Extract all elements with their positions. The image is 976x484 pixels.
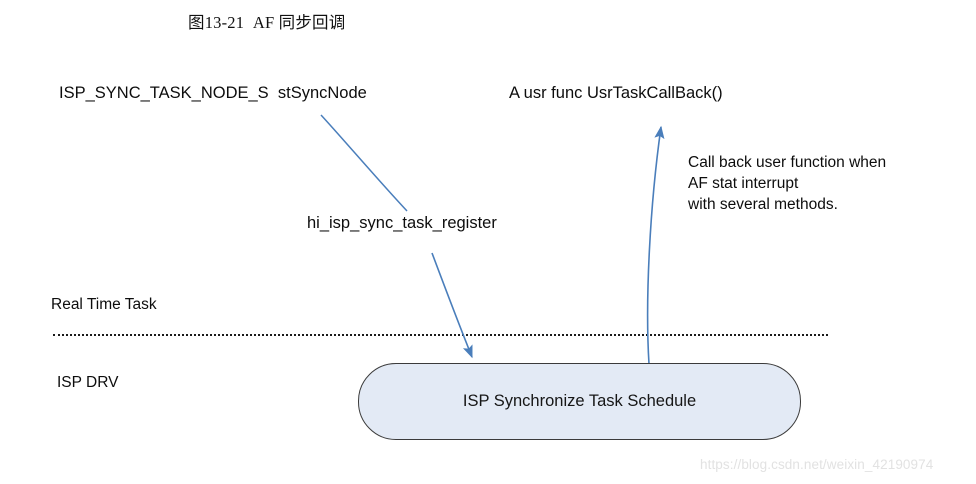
arrow-register-to-schedule: [431, 252, 473, 359]
callback-note-text: Call back user function when AF stat int…: [688, 154, 887, 213]
layer-divider-dotted-line: [53, 334, 828, 336]
register-api-label: hi_isp_sync_task_register: [307, 214, 497, 232]
realtime-task-layer-label: Real Time Task: [51, 296, 157, 313]
isp-drv-layer-label: ISP DRV: [57, 374, 119, 391]
schedule-node-label: ISP Synchronize Task Schedule: [462, 392, 697, 410]
arrow-schedule-to-callback: [646, 125, 665, 365]
connector-struct-to-register: [320, 114, 408, 212]
figure-caption: 图13-21 AF 同步回调: [188, 13, 346, 32]
struct-declaration-label: ISP_SYNC_TASK_NODE_S stSyncNode: [59, 84, 367, 102]
isp-synchronize-task-schedule-node[interactable]: ISP Synchronize Task Schedule: [358, 363, 801, 440]
callback-function-label: A usr func UsrTaskCallBack(): [509, 84, 723, 102]
watermark-url: https://blog.csdn.net/weixin_42190974: [700, 457, 934, 472]
